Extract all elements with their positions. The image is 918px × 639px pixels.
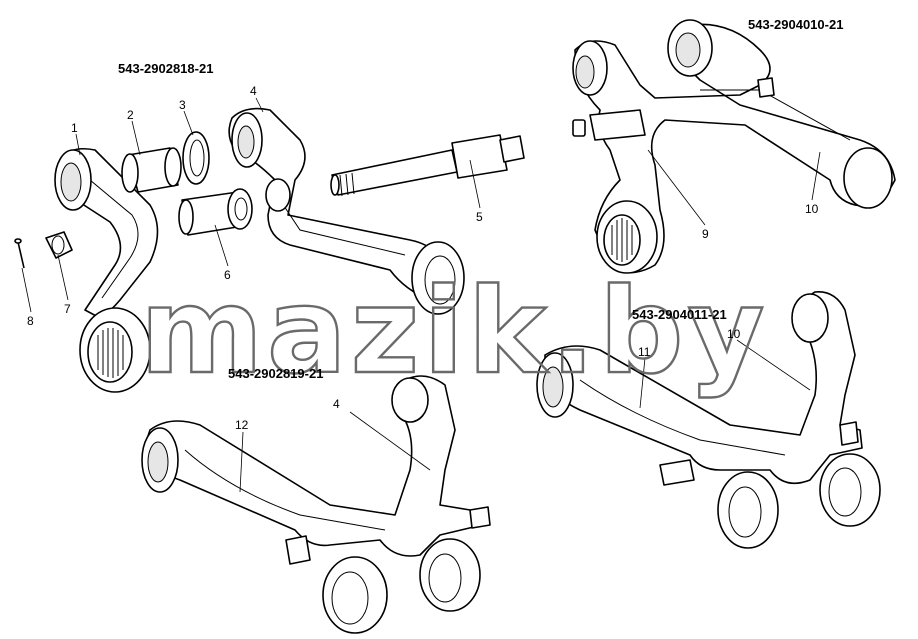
assembly-label-lower-left: 543-2902819-21 bbox=[228, 366, 323, 381]
assembly-label-lower-right: 543-2904011-21 bbox=[632, 307, 727, 322]
callout-12: 12 bbox=[235, 418, 249, 432]
callout-9: 9 bbox=[702, 227, 709, 241]
lever-part-4-upper bbox=[228, 107, 465, 315]
watermark-text: mazik.by bbox=[140, 262, 768, 400]
assembly-label-upper-left: 543-2902818-21 bbox=[118, 61, 213, 76]
bushing-part-2 bbox=[121, 147, 182, 193]
callout-6: 6 bbox=[224, 268, 231, 282]
assembly-label-upper-right: 543-2904010-21 bbox=[748, 17, 843, 32]
sleeve-part-6 bbox=[178, 188, 253, 236]
castle-nut-part-7 bbox=[45, 231, 73, 259]
callout-10-lower: 10 bbox=[727, 327, 741, 341]
callout-3: 3 bbox=[179, 98, 186, 112]
callout-11: 11 bbox=[638, 345, 651, 359]
leader-lines bbox=[21, 97, 821, 493]
callout-5: 5 bbox=[476, 210, 483, 224]
assembly-upper-right bbox=[572, 19, 896, 274]
callout-8: 8 bbox=[27, 314, 34, 328]
callout-10-upper: 10 bbox=[805, 202, 819, 216]
callout-2: 2 bbox=[127, 108, 134, 122]
cotter-pin-part-8 bbox=[14, 238, 25, 269]
bolt-part-5 bbox=[330, 134, 525, 197]
callout-4-lower: 4 bbox=[333, 397, 340, 411]
assembly-lower-right bbox=[536, 291, 881, 549]
callout-7: 7 bbox=[64, 302, 71, 316]
ring-part-3 bbox=[182, 131, 210, 185]
assembly-lower-left bbox=[141, 375, 491, 634]
callout-4: 4 bbox=[250, 84, 257, 98]
callout-1: 1 bbox=[71, 121, 78, 135]
